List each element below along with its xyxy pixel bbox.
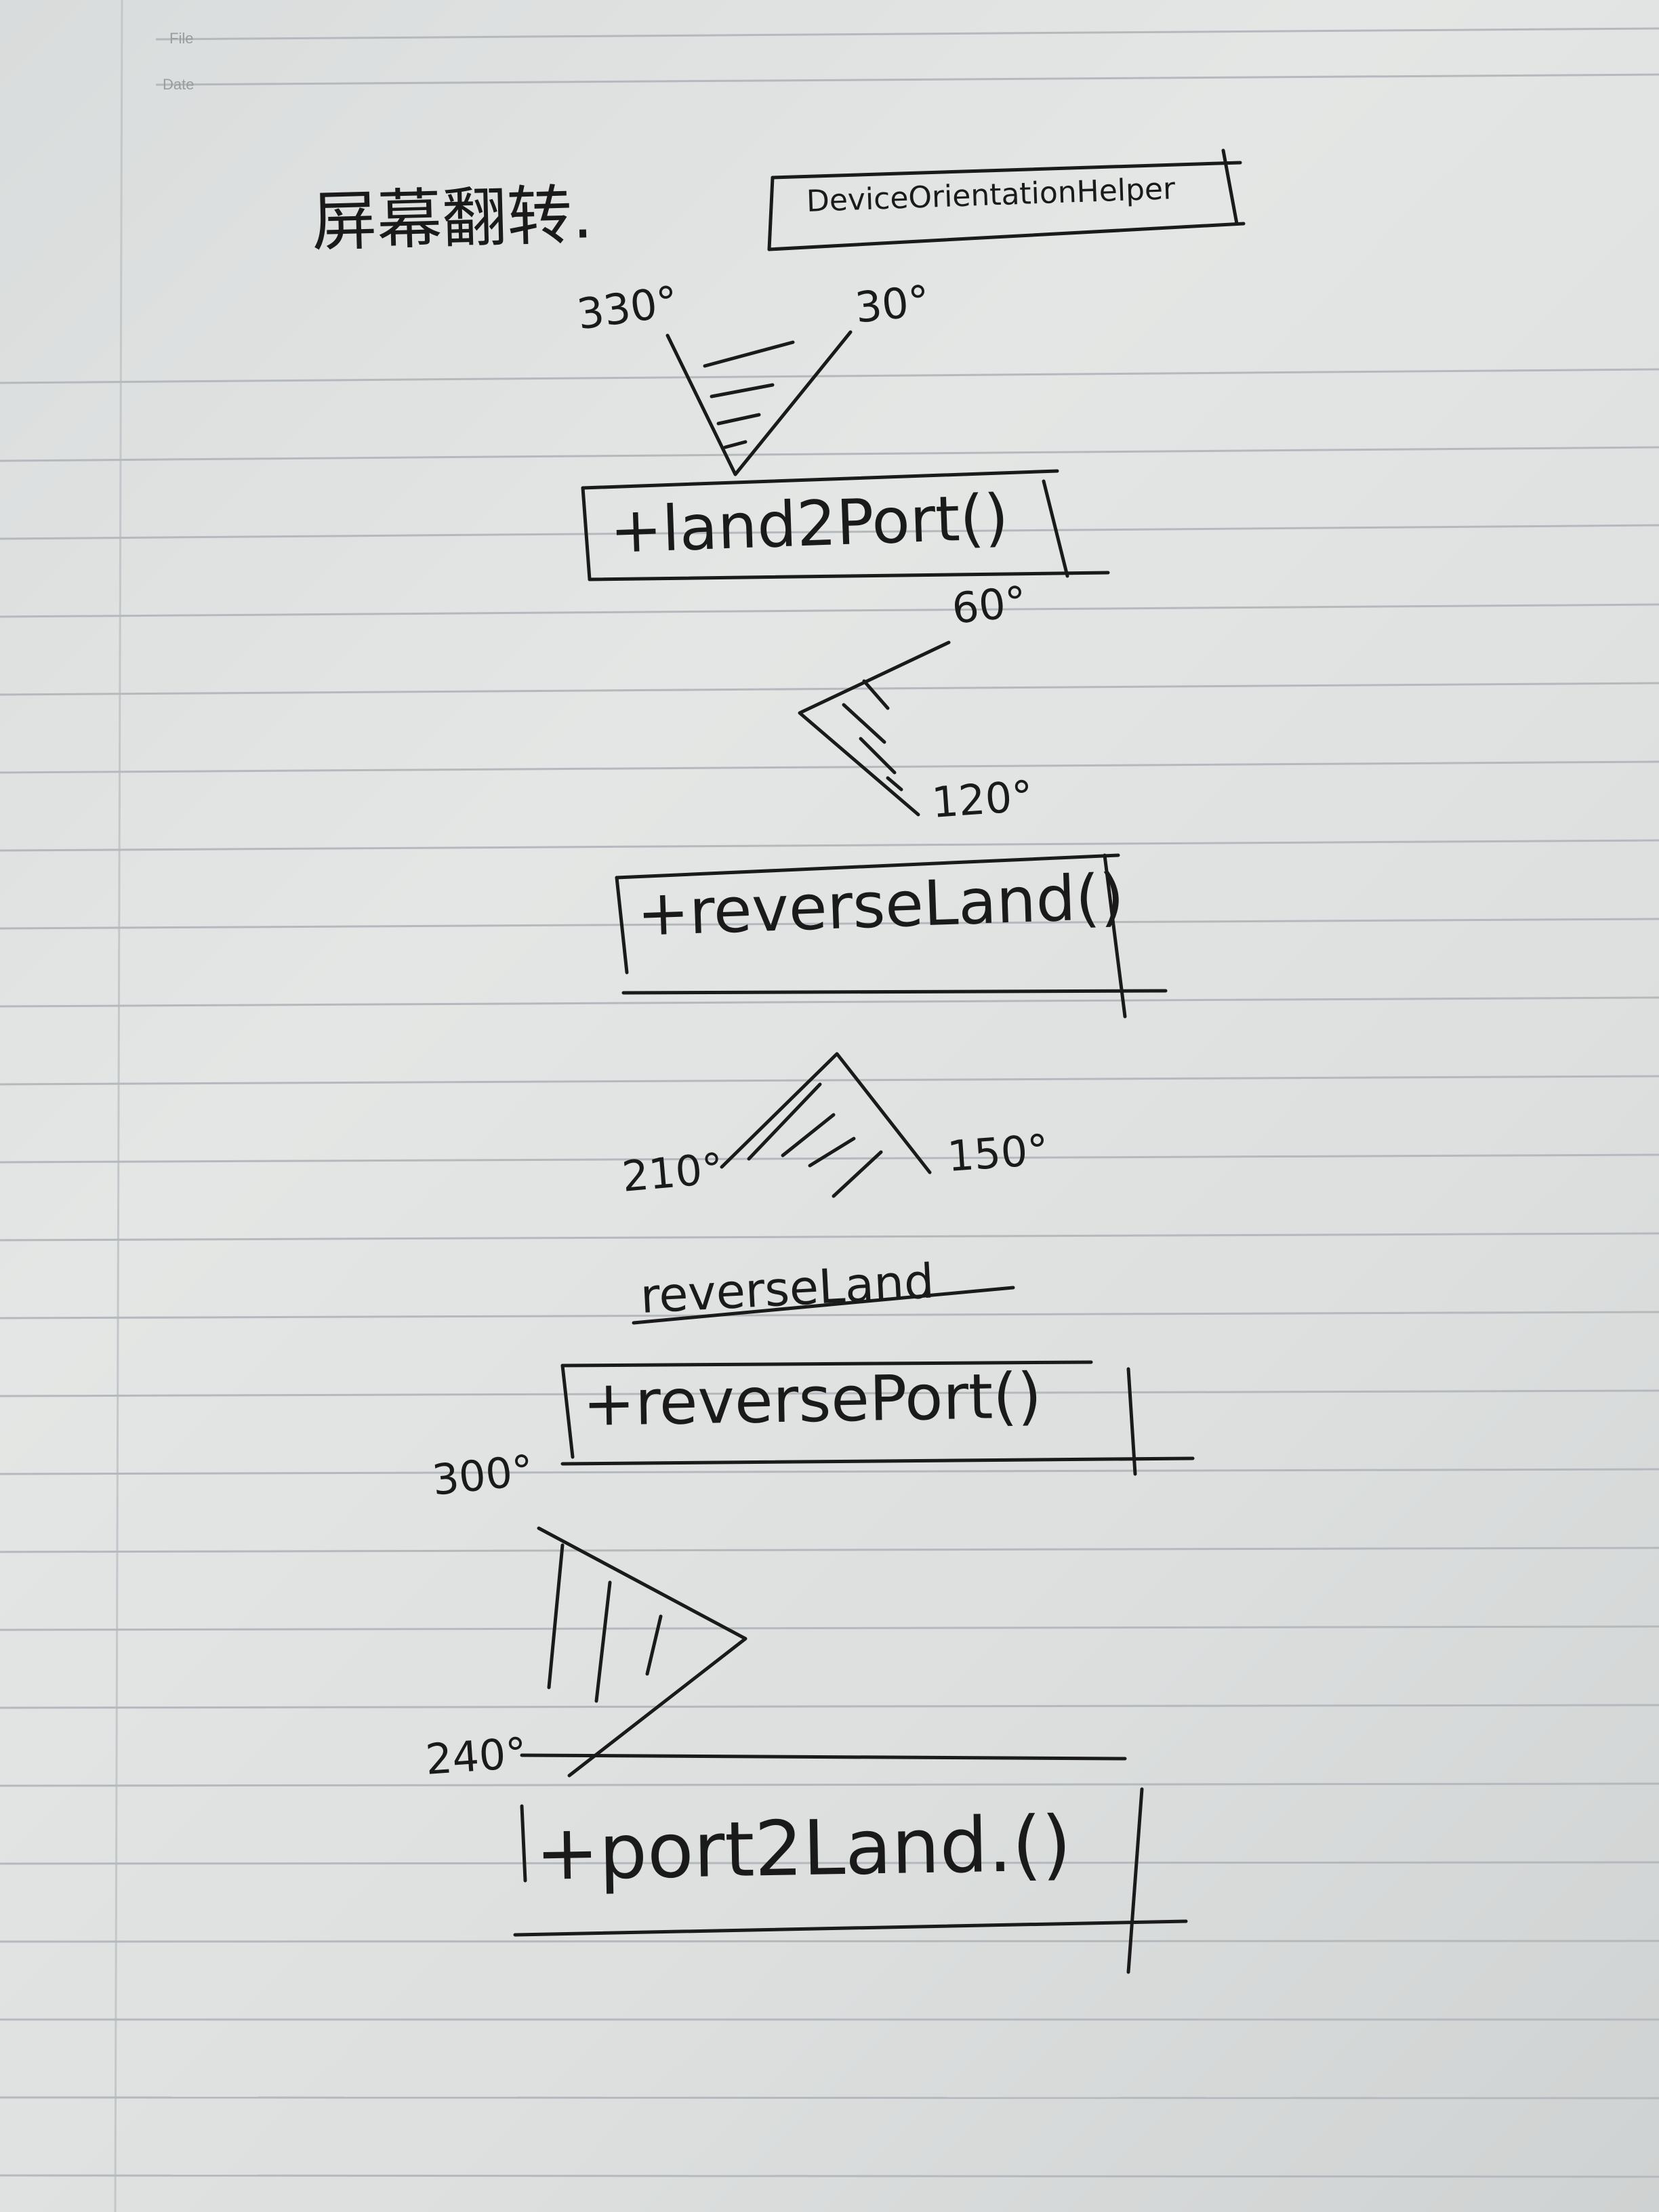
wedge-60-120	[798, 640, 951, 817]
file-label: File	[169, 30, 194, 47]
angle-30: 30°	[853, 275, 933, 333]
method-reverseport: +reversePort()	[582, 1359, 1042, 1440]
method-box-port2land	[513, 1753, 1188, 1974]
angle-120: 120°	[930, 771, 1035, 827]
method-box-reverseland	[615, 853, 1168, 1019]
angle-240: 240°	[424, 1727, 529, 1784]
strikethrough-line	[632, 1286, 1015, 1325]
class-name-box	[767, 148, 1246, 251]
method-box-land2port	[581, 469, 1110, 581]
title-chinese: 屏幕翻转.	[310, 177, 594, 260]
angle-210: 210°	[619, 1143, 725, 1202]
wedge-210-150	[720, 1052, 932, 1198]
method-box-reverseport	[560, 1360, 1195, 1476]
angle-300: 300°	[430, 1445, 536, 1505]
wedge-300-240	[537, 1526, 747, 1778]
date-label: Date	[163, 76, 194, 93]
method-land2port: +land2Port()	[609, 480, 1010, 567]
method-port2land: +port2Land.()	[534, 1800, 1072, 1898]
angle-60: 60°	[949, 576, 1029, 634]
angle-150: 150°	[945, 1124, 1050, 1181]
wedge-330-30	[665, 330, 853, 476]
